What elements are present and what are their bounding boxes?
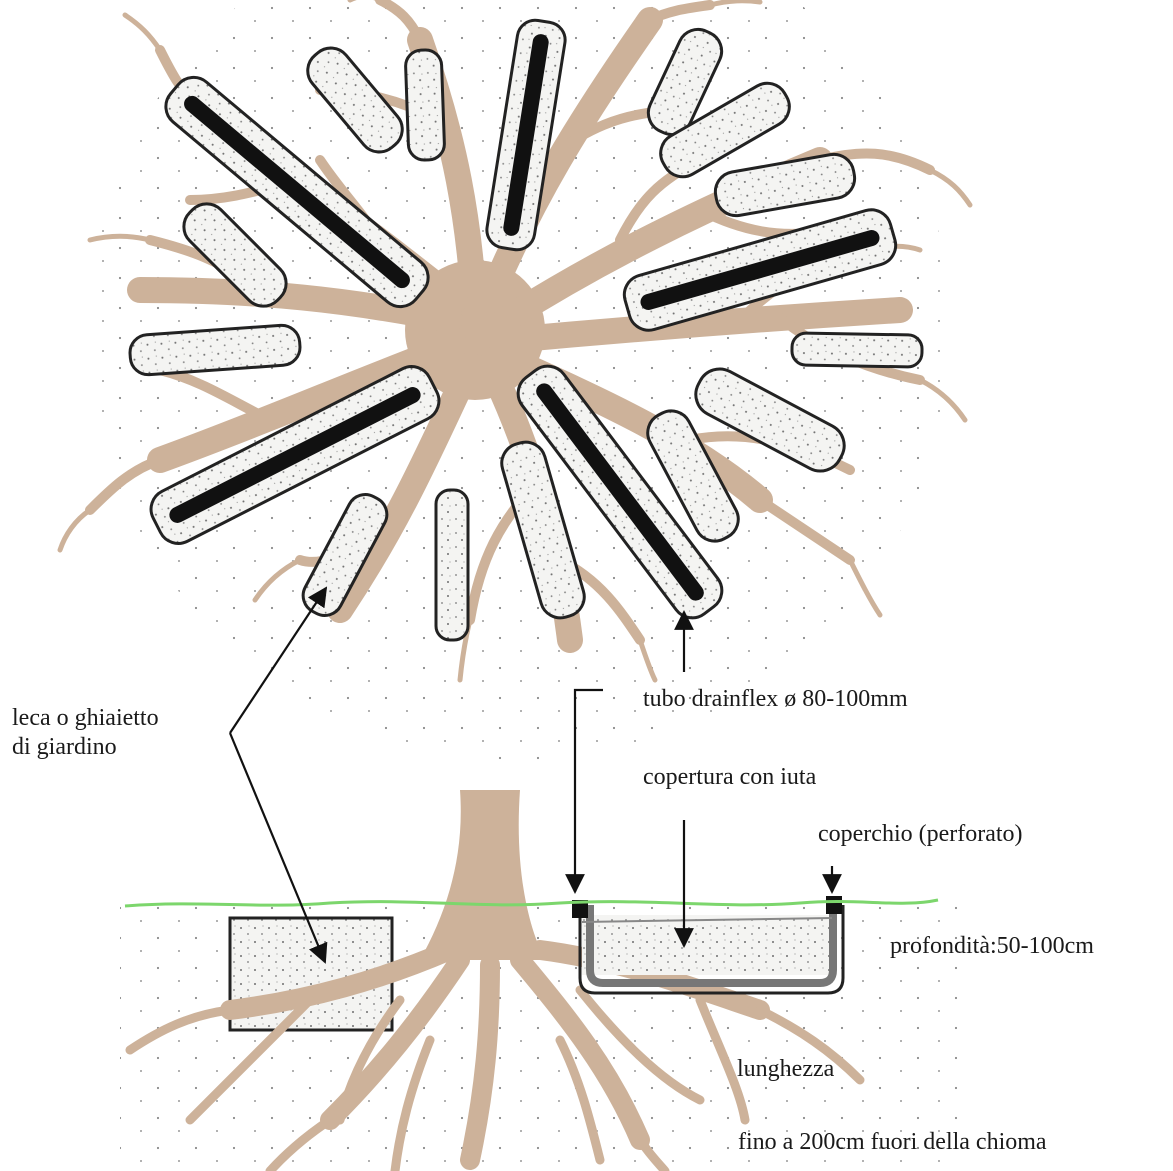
label-copertura: copertura con iuta — [643, 763, 816, 792]
label-leca: leca o ghiaietto di giardino — [12, 704, 159, 762]
label-coperchio: coperchio (perforato) — [818, 820, 1023, 849]
perforated-cap-right — [826, 896, 842, 914]
gravel-trench — [405, 49, 445, 160]
label-leca-line2: di giardino — [12, 733, 159, 762]
label-fino-a-200cm: fino a 200cm fuori della chioma — [738, 1128, 1047, 1157]
gravel-trench — [436, 490, 468, 640]
label-profondita: profondità:50-100cm — [890, 932, 1094, 961]
plan-view — [60, 0, 970, 760]
label-leca-line1: leca o ghiaietto — [12, 704, 159, 733]
label-lunghezza: lunghezza — [737, 1055, 834, 1084]
gravel-trench — [792, 333, 923, 367]
label-tubo-drainflex: tubo drainflex ø 80-100mm — [643, 685, 908, 714]
